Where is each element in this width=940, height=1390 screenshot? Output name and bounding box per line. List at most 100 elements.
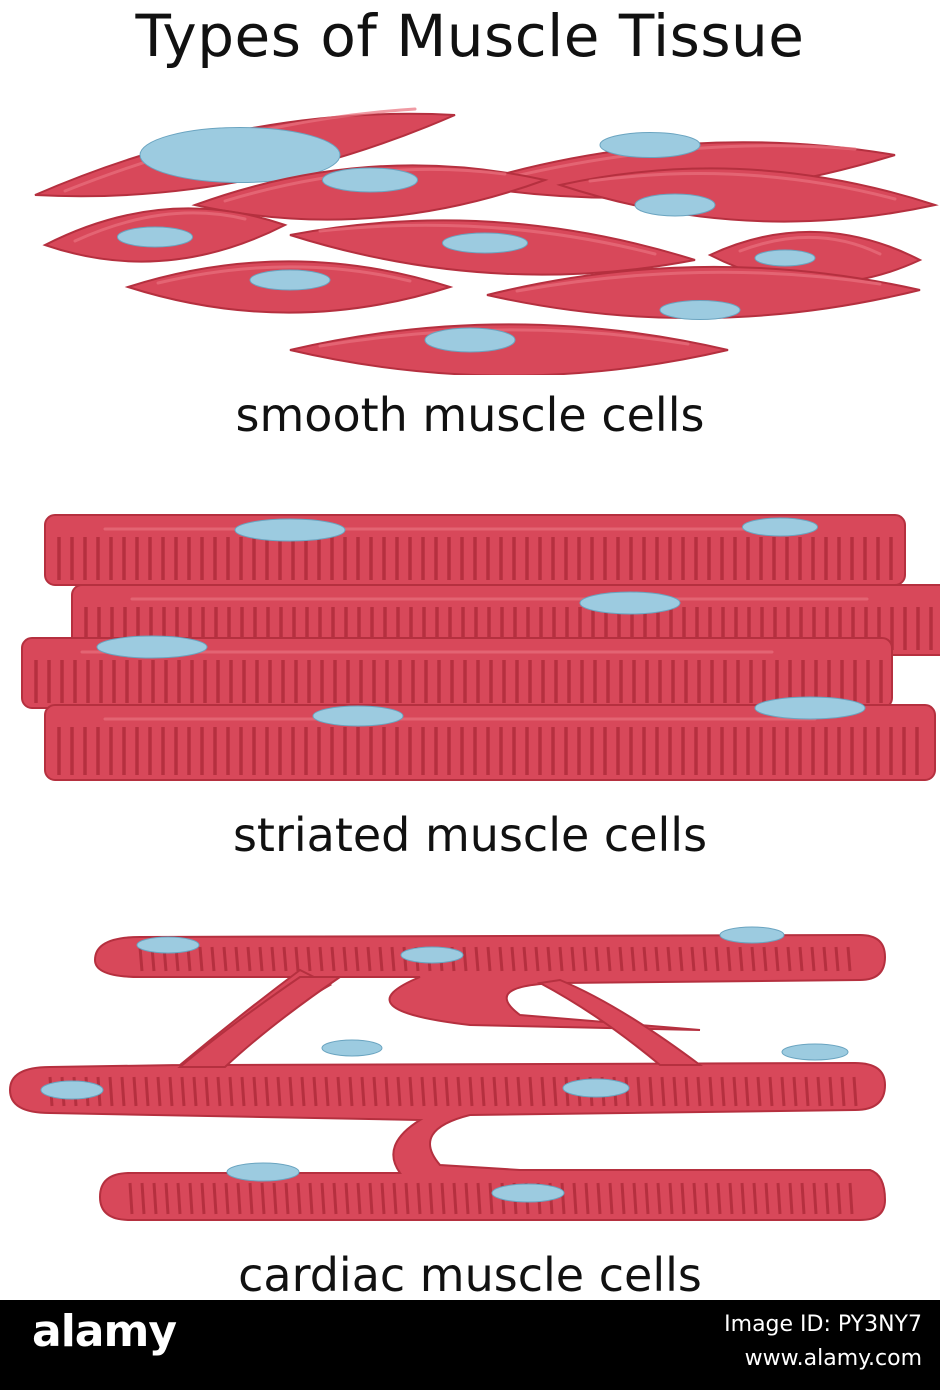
striation xyxy=(404,1182,410,1215)
striation xyxy=(846,946,852,972)
striation xyxy=(198,946,204,972)
nucleus xyxy=(400,946,464,964)
cell-highlight xyxy=(156,265,412,285)
striation xyxy=(800,1182,806,1215)
striation xyxy=(720,1076,726,1107)
striation xyxy=(744,1076,750,1107)
striation xyxy=(504,1076,510,1107)
nucleus xyxy=(579,591,681,615)
striation xyxy=(456,1076,462,1107)
striation xyxy=(276,1076,282,1107)
striation xyxy=(620,1182,626,1215)
striation xyxy=(440,1182,446,1215)
striation xyxy=(534,946,540,972)
striation xyxy=(318,946,324,972)
striation xyxy=(300,1076,306,1107)
striation xyxy=(798,946,804,972)
striation xyxy=(716,1182,722,1215)
striation xyxy=(222,946,228,972)
striation xyxy=(732,1076,738,1107)
striation xyxy=(510,946,516,972)
striation xyxy=(780,1076,786,1107)
striation xyxy=(344,1182,350,1215)
striation xyxy=(584,1182,590,1215)
striation xyxy=(692,1182,698,1215)
cell-highlight xyxy=(318,223,657,256)
striation xyxy=(332,1182,338,1215)
striation xyxy=(320,1182,326,1215)
striation xyxy=(132,1076,138,1107)
striation xyxy=(660,1076,666,1107)
striation xyxy=(560,1182,566,1215)
striation xyxy=(128,1182,134,1215)
striation xyxy=(420,1076,426,1107)
striation xyxy=(480,1076,486,1107)
striation xyxy=(474,946,480,972)
cell-highlight xyxy=(588,172,897,201)
striation xyxy=(294,946,300,972)
striation xyxy=(632,1182,638,1215)
striation xyxy=(264,1076,270,1107)
striation xyxy=(444,1076,450,1107)
striation xyxy=(824,1182,830,1215)
striation xyxy=(188,1182,194,1215)
striation xyxy=(804,1076,810,1107)
nucleus xyxy=(234,518,346,542)
nucleus xyxy=(40,1080,104,1100)
striation xyxy=(138,946,144,972)
smooth-muscle-label: smooth muscle cells xyxy=(235,388,705,442)
striation xyxy=(648,1076,654,1107)
striation xyxy=(816,1076,822,1107)
striation xyxy=(252,1076,258,1107)
smooth-muscle-illustration xyxy=(34,107,939,375)
striation xyxy=(180,1076,186,1107)
striation xyxy=(210,946,216,972)
striation xyxy=(192,1076,198,1107)
striation xyxy=(234,946,240,972)
striation xyxy=(288,1076,294,1107)
cardiac-muscle-label: cardiac muscle cells xyxy=(238,1248,702,1302)
striation xyxy=(822,946,828,972)
striation xyxy=(570,946,576,972)
striation xyxy=(654,946,660,972)
striation xyxy=(204,1076,210,1107)
striation xyxy=(572,1182,578,1215)
striation xyxy=(476,1182,482,1215)
striation xyxy=(384,1076,390,1107)
striation xyxy=(812,1182,818,1215)
striation xyxy=(852,1076,858,1107)
striation xyxy=(392,1182,398,1215)
striation xyxy=(486,946,492,972)
watermark-footer: alamy Image ID: PY3NY7 www.alamy.com xyxy=(0,1300,940,1390)
striation xyxy=(834,946,840,972)
striation xyxy=(152,1182,158,1215)
striation xyxy=(452,1182,458,1215)
nucleus xyxy=(226,1162,300,1182)
nucleus xyxy=(424,327,516,353)
striated-muscle-label: striated muscle cells xyxy=(232,808,708,862)
striation xyxy=(354,946,360,972)
striation xyxy=(704,1182,710,1215)
striation xyxy=(528,1076,534,1107)
striation xyxy=(810,946,816,972)
striation xyxy=(380,1182,386,1215)
striation xyxy=(680,1182,686,1215)
striation xyxy=(828,1076,834,1107)
striation xyxy=(408,1076,414,1107)
striation xyxy=(774,946,780,972)
site-url-text: www.alamy.com xyxy=(744,1346,922,1371)
striated-fiber xyxy=(44,704,936,781)
striation xyxy=(596,1182,602,1215)
striation xyxy=(390,946,396,972)
striation xyxy=(666,946,672,972)
striation xyxy=(696,1076,702,1107)
nucleus xyxy=(442,232,528,254)
smooth-cells-group xyxy=(34,107,939,375)
striation xyxy=(462,946,468,972)
striation xyxy=(726,946,732,972)
striation xyxy=(330,946,336,972)
striation xyxy=(776,1182,782,1215)
nucleus xyxy=(117,226,193,248)
striation xyxy=(540,1076,546,1107)
striation xyxy=(236,1182,242,1215)
